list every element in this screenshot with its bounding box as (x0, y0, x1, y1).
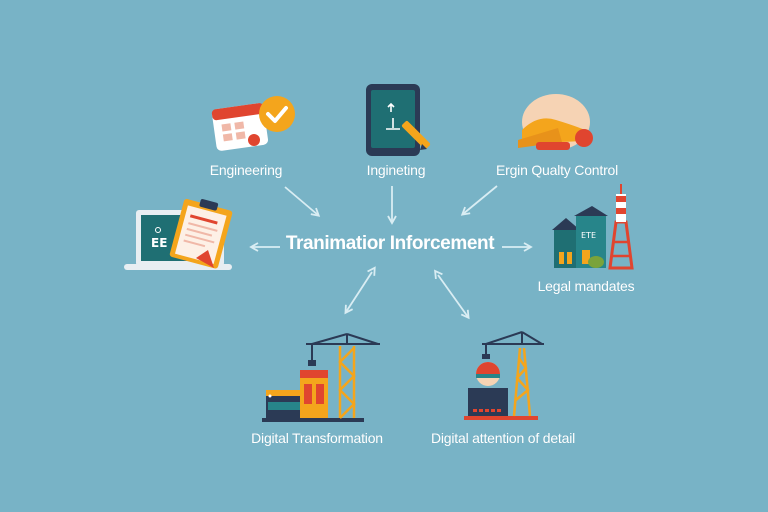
node-label-legal-mandates: Legal mandates (537, 278, 635, 294)
laptop-screen-text: EE (151, 236, 167, 250)
calendar-check-icon (211, 96, 295, 151)
crane-building-icon (262, 333, 380, 422)
city-tower-icon: ETE (552, 184, 634, 270)
arrow-engineering-to-center (284, 186, 321, 217)
node-label-digital-attention: Digital attention of detail (430, 430, 576, 446)
node-label-engineering: Engineering (209, 162, 283, 178)
arrow-center-to-digital-attention (434, 269, 470, 320)
node-label-digital-transformation: Digital Transformation (251, 430, 383, 446)
connector-arrows (249, 185, 533, 320)
arrow-quality-to-center (460, 185, 498, 216)
crane-machine-icon (464, 331, 544, 420)
center-title: Tranimatior Inforcement (285, 233, 495, 254)
node-label-quality-control: Ergin Qualty Control (495, 162, 619, 178)
building-sign-text: ETE (581, 231, 596, 240)
node-label-ingineting: Ingineting (366, 162, 426, 178)
tablet-pencil-icon (366, 84, 431, 156)
arrow-center-to-digital-transformation (344, 266, 376, 315)
hard-hat-icon (518, 94, 593, 150)
laptop-clipboard-icon: EE (124, 198, 233, 270)
